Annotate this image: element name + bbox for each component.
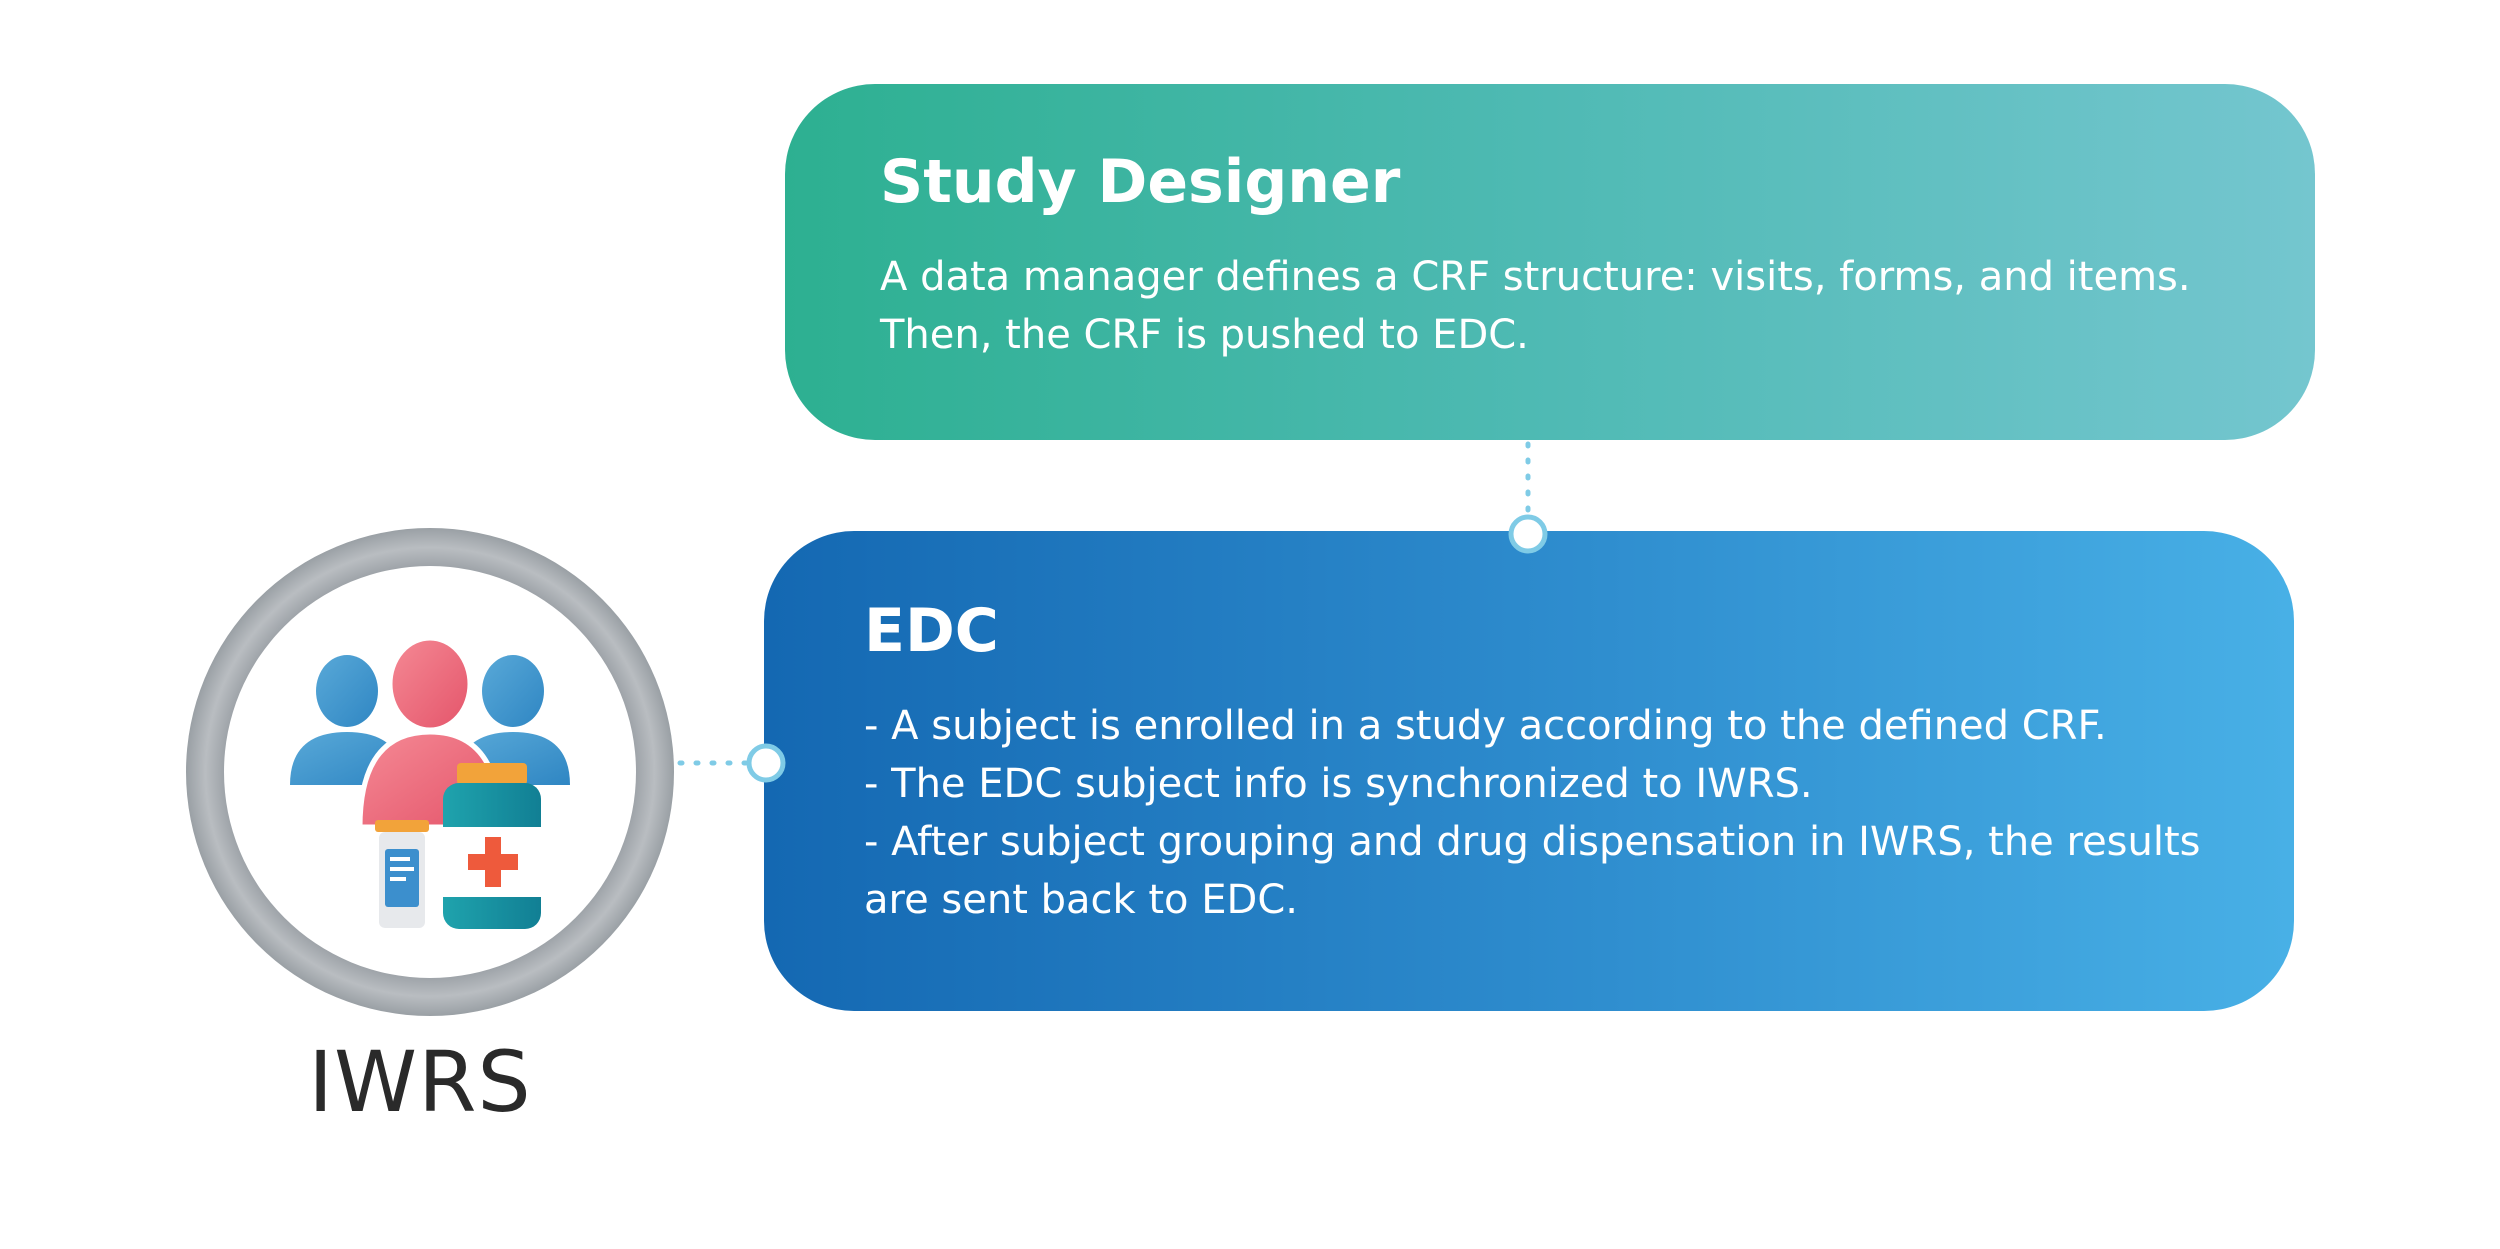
study-designer-description: A data manager defines a CRF structure: … xyxy=(880,248,2260,364)
iwrs-label: IWRS xyxy=(308,1033,532,1131)
edc-card: EDC - A subject is enrolled in a study a… xyxy=(764,531,2294,1011)
edc-description: - A subject is enrolled in a study accor… xyxy=(864,697,2244,929)
study-designer-line-2: Then, the CRF is pushed to EDC. xyxy=(880,312,1529,358)
edc-line-1: - A subject is enrolled in a study accor… xyxy=(864,703,2107,749)
edc-title: EDC xyxy=(864,596,999,666)
patients-and-medication-icon xyxy=(186,528,674,1016)
iwrs-node xyxy=(185,527,675,1017)
connector-node-top xyxy=(1508,514,1548,554)
study-designer-line-1: A data manager defines a CRF structure: … xyxy=(880,254,2191,300)
edc-line-2: - The EDC subject info is synchronized t… xyxy=(864,761,1813,807)
study-designer-title: Study Designer xyxy=(880,147,1401,217)
study-designer-card: Study Designer A data manager defines a … xyxy=(785,84,2315,440)
edc-line-3: - After subject grouping and drug dispen… xyxy=(864,819,2201,923)
connector-node-left xyxy=(746,743,786,783)
